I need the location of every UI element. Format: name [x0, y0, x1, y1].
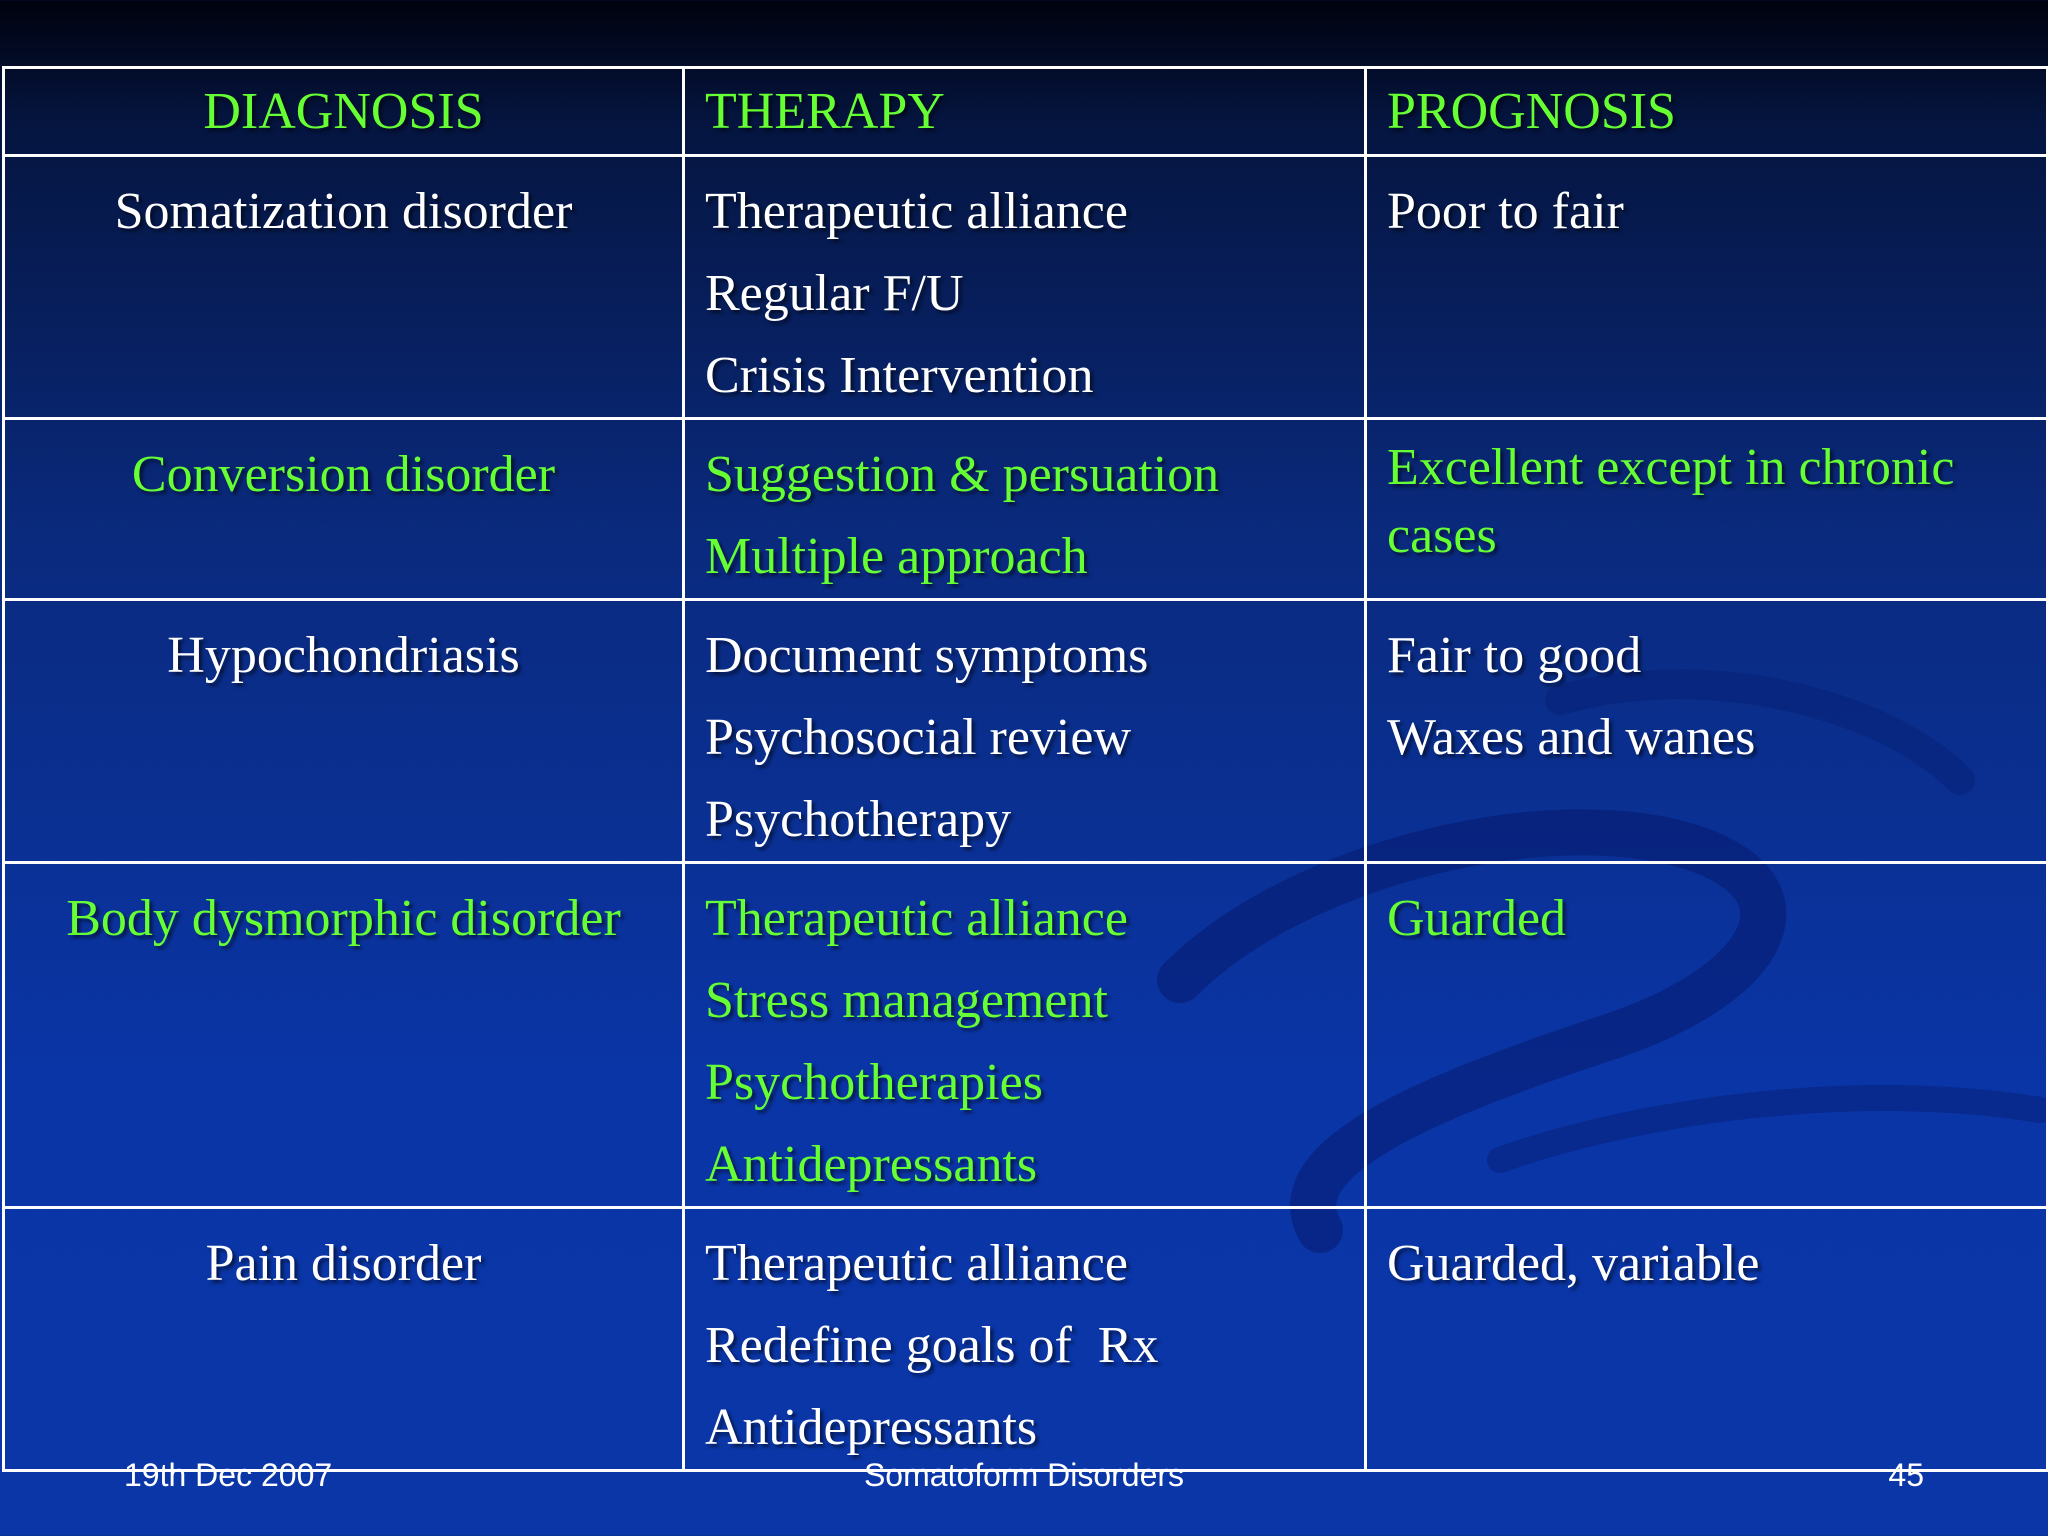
prognosis-item: Excellent except in chronic cases	[1387, 439, 1955, 564]
therapy-item: Redefine goals of Rx	[705, 1317, 1159, 1374]
prognosis-cell: Fair to good Waxes and wanes	[1364, 598, 2048, 864]
therapy-item: Document symptoms	[705, 627, 1149, 684]
prognosis-cell: Poor to fair	[1364, 154, 2048, 420]
therapy-item: Stress management	[705, 972, 1108, 1029]
table-row: Hypochondriasis Document symptoms Psycho…	[2, 598, 2048, 864]
table-header-row: DIAGNOSIS THERAPY PROGNOSIS	[2, 66, 2048, 157]
prognosis-item: Guarded, variable	[1387, 1235, 1760, 1292]
diagnosis-text: Somatization disorder	[114, 183, 573, 240]
diagnosis-text: Body dysmorphic disorder	[66, 890, 621, 947]
therapy-item: Crisis Intervention	[705, 347, 1094, 404]
footer-page-number: 45	[1888, 1457, 1924, 1493]
header-diagnosis: DIAGNOSIS	[2, 66, 685, 157]
prognosis-item: Fair to good	[1387, 627, 1642, 684]
therapy-item: Psychotherapies	[705, 1054, 1043, 1111]
header-therapy: THERAPY	[682, 66, 1367, 157]
diagnosis-cell: Somatization disorder	[2, 154, 685, 420]
therapy-item: Multiple approach	[705, 528, 1088, 585]
therapy-item: Suggestion & persuation	[705, 446, 1220, 503]
therapy-cell: Therapeutic alliance Redefine goals of R…	[682, 1206, 1367, 1472]
therapy-cell: Therapeutic alliance Regular F/U Crisis …	[682, 154, 1367, 420]
therapy-item: Antidepressants	[705, 1136, 1038, 1193]
therapy-cell: Suggestion & persuation Multiple approac…	[682, 417, 1367, 601]
diagnosis-cell: Pain disorder	[2, 1206, 685, 1472]
prognosis-cell: Guarded	[1364, 861, 2048, 1209]
diagnosis-cell: Conversion disorder	[2, 417, 685, 601]
therapy-item: Therapeutic alliance	[705, 1235, 1128, 1292]
table-row: Pain disorder Therapeutic alliance Redef…	[2, 1206, 2048, 1472]
diagnosis-text: Conversion disorder	[131, 446, 556, 503]
footer-title: Somatoform Disorders	[863, 1457, 1185, 1493]
diagnosis-text: Hypochondriasis	[167, 627, 520, 684]
somatoform-treatment-table: DIAGNOSIS THERAPY PROGNOSIS Somatization…	[2, 66, 2048, 1472]
therapy-item: Psychosocial review	[705, 709, 1132, 766]
table-row: Body dysmorphic disorder Therapeutic all…	[2, 861, 2048, 1209]
therapy-item: Psychotherapy	[705, 791, 1012, 848]
footer-date: 19th Dec 2007	[124, 1457, 333, 1493]
diagnosis-cell: Hypochondriasis	[2, 598, 685, 864]
therapy-cell: Therapeutic alliance Stress management P…	[682, 861, 1367, 1209]
prognosis-item: Poor to fair	[1387, 183, 1624, 240]
prognosis-cell: Excellent except in chronic cases	[1364, 417, 2048, 601]
therapy-item: Regular F/U	[705, 265, 964, 322]
table-row: Somatization disorder Therapeutic allian…	[2, 154, 2048, 420]
prognosis-item: Waxes and wanes	[1387, 709, 1756, 766]
therapy-item: Antidepressants	[705, 1399, 1038, 1456]
therapy-item: Therapeutic alliance	[705, 183, 1128, 240]
prognosis-cell: Guarded, variable	[1364, 1206, 2048, 1472]
therapy-cell: Document symptoms Psychosocial review Ps…	[682, 598, 1367, 864]
diagnosis-cell: Body dysmorphic disorder	[2, 861, 685, 1209]
prognosis-item: Guarded	[1387, 890, 1567, 947]
therapy-item: Therapeutic alliance	[705, 890, 1128, 947]
diagnosis-text: Pain disorder	[205, 1235, 482, 1292]
header-prognosis: PROGNOSIS	[1364, 66, 2048, 157]
table-row: Conversion disorder Suggestion & persuat…	[2, 417, 2048, 601]
